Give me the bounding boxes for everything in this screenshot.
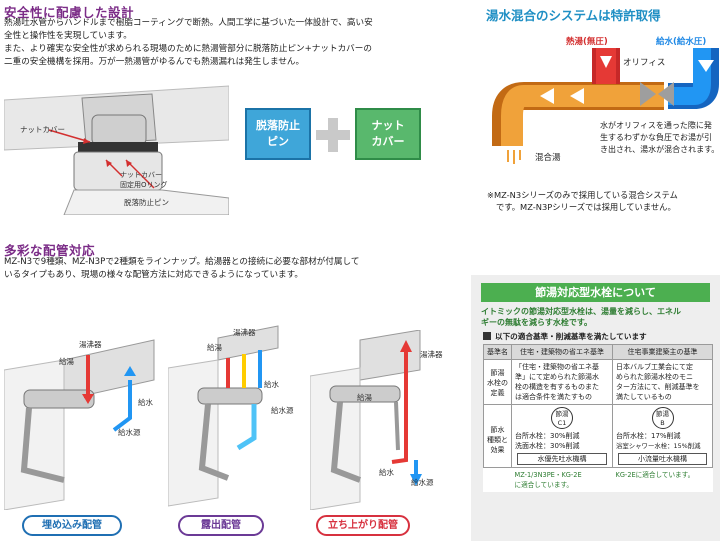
safety-body-line: 二重の安全機構を採用。万が一熱湯管がゆるんでも熱湯漏れは発生しません。 <box>4 57 305 67</box>
b-line: 浴室シャワー水栓：15%削減 <box>616 442 701 450</box>
c1-line: 洗面水栓：30%削減 <box>515 442 580 450</box>
setsuyu-c1-badge: 節湯 C1 <box>551 407 573 429</box>
embedded-piping-caption: 埋め込み配管 <box>22 515 122 536</box>
b-models-note: KG-2Eに適合しています。 <box>615 471 695 479</box>
orifice-label: オリフィス <box>623 58 666 68</box>
piping-body-line: MZ-N3で9種類、MZ-N3Pで2種類をラインナップ。給湯器との接続に必要な部… <box>4 257 360 267</box>
heater-label: 湯沸器 <box>420 350 443 359</box>
mixing-footnote: ※MZ-N3シリーズのみで採用している混合システム です。MZ-N3Pシリーズで… <box>487 189 678 213</box>
nut-cover-box: ナット カバー <box>355 108 421 160</box>
hot-supply-label: 給湯 <box>357 393 372 402</box>
safety-body-line: 全性と操作性を実現しています。 <box>4 31 132 41</box>
table-cell <box>484 468 512 493</box>
table-header: 住宅事業建築主の基準 <box>612 344 713 360</box>
heater-label: 湯沸器 <box>79 340 102 349</box>
piping-body-line: いるタイプもあり、現場の様々な配管方法に対応できるようになっています。 <box>4 270 303 280</box>
safety-body-line: また、より確実な安全性が求められる現場のために熱湯管部分に脱落防止ピン+ナットカ… <box>4 44 372 54</box>
hot-supply-label: 給湯 <box>207 343 222 352</box>
riser-piping-caption: 立ち上がり配管 <box>316 515 410 536</box>
c1-function-box: 水優先吐水機構 <box>517 453 607 465</box>
mixed-water-label: 混合湯 <box>535 153 561 163</box>
table-cell-c1: 節湯 C1 台所水栓：30%削減 洗面水栓：30%削減 水優先吐水機構 <box>511 404 613 468</box>
badge-bottom: C1 <box>557 419 567 427</box>
badge-top: 節湯 <box>555 410 569 418</box>
safety-body: 熱湯吐水管からハンドルまで樹脂コーティングで断熱。人間工学に基づいた一体設計で、… <box>4 17 444 69</box>
mixing-description: 水がオリフィスを通った際に発 生するわずかな負圧でお湯が引 き出され、湯水が混合… <box>600 121 720 154</box>
water-source-label: 給水源 <box>271 406 294 415</box>
hot-supply-label: 給湯 <box>59 357 74 366</box>
mixing-system-diagram <box>492 48 719 164</box>
heater-label: 湯沸器 <box>233 328 256 337</box>
water-source-label: 給水源 <box>118 428 141 437</box>
table-row-label: 節水 種類と 効果 <box>483 404 512 468</box>
pin-label: 脱落防止ピン <box>124 198 169 207</box>
b-line: 台所水栓：17%削減 <box>616 432 681 440</box>
table-cell: 「住宅・建築物の省エネ基 準」にて定められた節湯水 栓の構造を有するものまた は… <box>511 359 613 405</box>
water-supply-label: 給水 <box>379 468 394 477</box>
faucet-closeup-illustration <box>4 80 229 215</box>
mixing-footnote-line: です。MZ-N3Pシリーズでは採用していません。 <box>496 202 676 212</box>
plus-icon <box>316 118 350 152</box>
exposed-piping-illustration <box>168 325 279 507</box>
b-function-box: 小流量吐水機構 <box>618 453 707 465</box>
setsuyu-b-badge: 節湯 B <box>651 407 674 429</box>
mixing-footnote-line: ※MZ-N3シリーズのみで採用している混合システム <box>487 190 678 200</box>
table-cell: 日本バルブ工業会にて定 められた節湯水栓のモニ ター方法にて、削減基準を 満たし… <box>612 359 713 405</box>
water-saving-banner: 節湯対応型水栓について <box>481 283 710 302</box>
table-row-label: 節湯 水栓の 定義 <box>483 359 512 405</box>
riser-piping-illustration <box>310 330 422 510</box>
water-supply-label: 給水 <box>138 398 153 407</box>
table-cell-b: 節湯 B 台所水栓：17%削減 浴室シャワー水栓：15%削減 小流量吐水機構 <box>612 404 713 468</box>
c1-models-note: MZ-1/3N3PE・KG-2E に適合しています。 <box>514 471 582 489</box>
exposed-piping-caption: 露出配管 <box>178 515 264 536</box>
o-ring-label: ナットカバー 固定用Oリング <box>120 171 168 189</box>
water-supply-label: 給水 <box>264 380 279 389</box>
safety-title: 安全性に配慮した設計 <box>4 5 135 20</box>
table-header: 住宅・建築物の省エネ基準 <box>511 344 613 360</box>
table-header: 基準名 <box>483 344 512 360</box>
piping-body: MZ-N3で9種類、MZ-N3Pで2種類をラインナップ。給湯器との接続に必要な部… <box>4 256 444 282</box>
safety-body-line: 熱湯吐水管からハンドルまで樹脂コーティングで断熱。人間工学に基づいた一体設計で、… <box>4 18 373 28</box>
embedded-piping-illustration <box>4 339 155 510</box>
criteria-heading: 以下の適合基準・削減基準を満たしています <box>495 332 647 341</box>
mixing-title: 湯水混合のシステムは特許取得 <box>486 8 661 23</box>
water-saving-intro: イトミックの節湯対応型水栓は、湯量を減らし、エネル ギーの無駄を減らす水栓です。 <box>481 307 681 327</box>
cold-water-label: 給水(給水圧) <box>656 37 707 47</box>
hot-water-label: 熱湯(無圧) <box>566 37 608 47</box>
c1-line: 台所水栓：30%削減 <box>515 432 580 440</box>
badge-bottom: B <box>660 419 665 427</box>
badge-top: 節湯 <box>656 410 669 418</box>
square-bullet-icon <box>483 332 491 340</box>
nut-cover-label: ナットカバー <box>20 125 65 134</box>
criteria-table: 基準名 住宅・建築物の省エネ基準 住宅事業建築主の基準 節湯 水栓の 定義 「住… <box>483 344 713 492</box>
water-source-label: 給水源 <box>411 478 434 487</box>
dropout-pin-box: 脱落防止 ピン <box>245 108 311 160</box>
piping-title: 多彩な配管対応 <box>4 243 96 258</box>
